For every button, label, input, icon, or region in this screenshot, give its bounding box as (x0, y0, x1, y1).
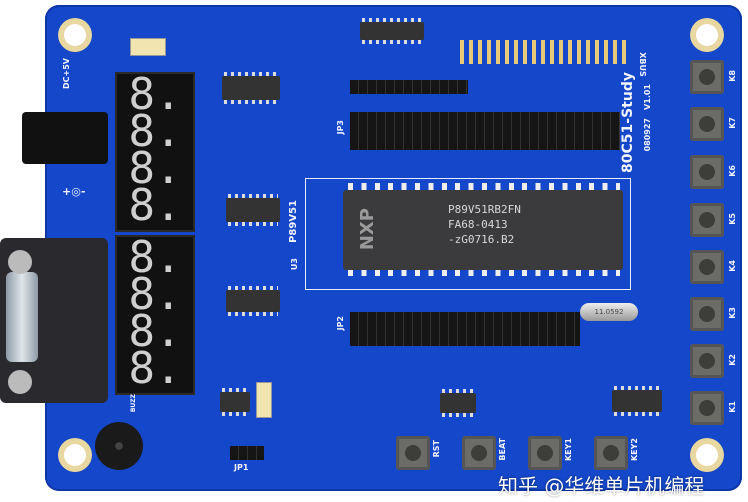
key-k5-button[interactable] (690, 203, 724, 237)
key-label: K2 (728, 354, 737, 366)
xbus-label: XBUS (637, 52, 647, 77)
jp2-header (350, 312, 580, 346)
key1-button[interactable] (528, 436, 562, 470)
soic-ic (612, 386, 662, 416)
key-k2-button[interactable] (690, 344, 724, 378)
beat-button[interactable] (462, 436, 496, 470)
mcu-part-number: P89V51RB2FN (448, 203, 521, 216)
watermark: 知乎 @华维单片机编程 (498, 474, 705, 498)
key-k8-button[interactable] (690, 60, 724, 94)
board-version: V1.01 (643, 84, 652, 110)
nxp-logo: NXP (357, 208, 378, 251)
pin-header (350, 80, 468, 94)
key-label: K5 (728, 213, 737, 225)
db9-screw (8, 370, 32, 394)
mounting-hole (58, 438, 92, 472)
key-label: K7 (728, 117, 737, 129)
smd-capacitor (256, 382, 272, 418)
soic-ic (226, 194, 280, 226)
mcu-socket-outline (305, 178, 631, 290)
button-label: KEY2 (630, 438, 639, 462)
jp1-label: JP1 (234, 463, 249, 472)
mcu-pins-top (348, 183, 620, 191)
mounting-hole (690, 438, 724, 472)
polarity-symbol: +◎- (62, 185, 86, 198)
db9-screw (8, 250, 32, 274)
jp1-jumper (230, 446, 264, 460)
seven-segment-display: 8.8.8.8. (115, 72, 195, 232)
soic-ic (440, 389, 476, 417)
mcu-pins-bottom (348, 268, 620, 276)
board-name: 80C51-Study (620, 72, 636, 173)
dc-power-jack (22, 112, 108, 164)
key-label: K8 (728, 70, 737, 82)
key-k4-button[interactable] (690, 250, 724, 284)
key2-button[interactable] (594, 436, 628, 470)
key-label: K1 (728, 401, 737, 413)
crystal-oscillator: 11.0592 (580, 303, 638, 321)
xbus-header (460, 40, 630, 64)
key-k3-button[interactable] (690, 297, 724, 331)
key-label: K6 (728, 165, 737, 177)
seven-segment-display: 8.8.8.8. (115, 235, 195, 395)
key-k7-button[interactable] (690, 107, 724, 141)
db9-shell (6, 272, 38, 362)
button-label: KEY1 (564, 438, 573, 462)
key-label: K3 (728, 307, 737, 319)
jp3-label: JP3 (336, 120, 345, 135)
button-label: BEAT (498, 438, 507, 461)
mcu-date-code: -zG0716.B2 (448, 233, 515, 246)
buzzer-label: BUZZ (130, 394, 137, 413)
soic-ic (220, 388, 250, 416)
jp3-header (350, 112, 620, 150)
key-label: K4 (728, 260, 737, 272)
mcu-ref: U3 (290, 258, 299, 271)
rst-button[interactable] (396, 436, 430, 470)
mounting-hole (690, 18, 724, 52)
socket-label: P89V51 (288, 200, 299, 243)
buzzer (95, 422, 143, 470)
mounting-hole (58, 18, 92, 52)
mcu-chip: NXP P89V51RB2FN FA68-0413 -zG0716.B2 (343, 190, 623, 270)
key-k1-button[interactable] (690, 391, 724, 425)
power-label: DC+5V (62, 58, 71, 89)
key-k6-button[interactable] (690, 155, 724, 189)
board-date: 080927 (643, 118, 652, 152)
soic-ic (360, 18, 424, 44)
jp2-label: JP2 (336, 316, 345, 331)
mcu-marking: P89V51RB2FN FA68-0413 -zG0716.B2 (448, 202, 521, 247)
soic-ic (222, 72, 280, 104)
smd-crystal (130, 38, 166, 56)
button-label: RST (432, 440, 441, 458)
mcu-lot: FA68-0413 (448, 218, 508, 231)
soic-ic (226, 286, 280, 316)
